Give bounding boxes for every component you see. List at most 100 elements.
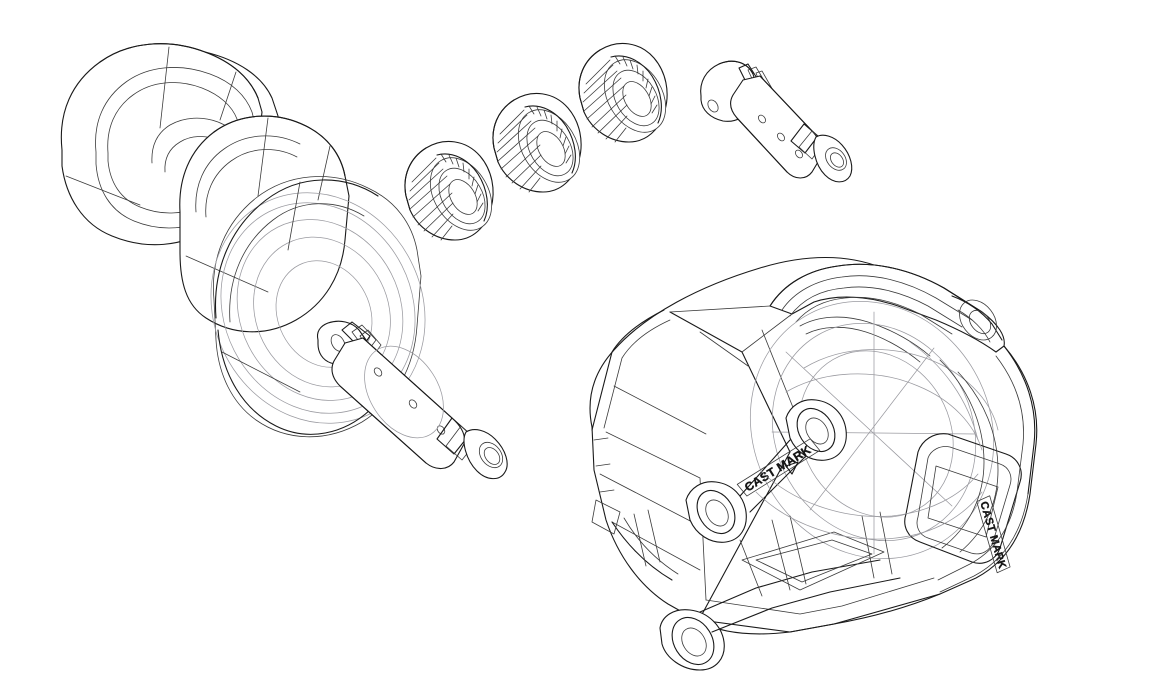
housing-left-pad-seam-1 <box>633 513 647 567</box>
housing-left-facet-split-2 <box>613 385 707 435</box>
shaft-bottom-edge <box>340 386 426 463</box>
housing-cavity-contour-2 <box>755 491 983 540</box>
hub-drum-split-2 <box>287 181 301 251</box>
hub-drum-split-1 <box>221 351 301 393</box>
housing-boss-upper-ring <box>789 401 842 458</box>
marking-side-plate <box>976 495 1011 574</box>
part-tapered-roller-bearing-large <box>578 42 668 143</box>
bearing-small-knurl-band-outer <box>437 154 487 221</box>
housing-lower-pocket <box>741 531 885 591</box>
housing-arch-pocket-top <box>799 316 931 357</box>
housing-cavity-contour-3 <box>785 373 983 451</box>
housing-left-facet-boundary <box>670 312 790 618</box>
housing-boss-lower-bore <box>705 499 729 527</box>
hub-drum-front-arc-inner <box>229 203 365 323</box>
hub-flange-split-3 <box>219 71 237 121</box>
hub-barrel-split-1 <box>257 117 269 197</box>
housing-left-pad-seam-2 <box>647 509 661 563</box>
housing-lower-eye-ring <box>664 610 723 673</box>
spindle-head-port <box>707 99 719 113</box>
housing-top-facet-edge <box>669 305 771 313</box>
spindle-port-2 <box>777 132 785 142</box>
housing-lower-rib-3 <box>861 515 875 579</box>
housing-arch-right-shoulder <box>952 296 1002 340</box>
housing-cavity-contour-1 <box>759 469 979 517</box>
housing-right-lobe-sweep-2 <box>957 371 999 553</box>
shaft-port-2 <box>408 399 418 409</box>
bearing-mid-roller-cage <box>496 109 542 193</box>
housing-right-outer-contour <box>1004 346 1035 494</box>
shaft-end-boss <box>463 429 508 480</box>
housing-central-bore-outer <box>749 300 995 560</box>
spindle-head-top-edge <box>719 61 753 74</box>
housing-left-facet-split-3 <box>599 473 697 525</box>
bearing-large-back-edge <box>579 50 600 112</box>
hub-barrel-split-3 <box>317 145 331 201</box>
housing-bore-web-2 <box>809 347 935 511</box>
shaft-end-counterbore-inner <box>483 447 501 465</box>
part-spindle-pin <box>700 60 853 183</box>
housing-lower-rib-1 <box>771 519 791 591</box>
housing-left-seam-3 <box>599 489 615 493</box>
housing-arch-right-bore <box>968 309 992 335</box>
housing-lower-rib-4 <box>879 511 893 575</box>
spindle-shank-top-edge <box>760 76 813 132</box>
housing-arch-inner-edge-2 <box>789 286 963 328</box>
bearing-mid-outer-race <box>517 109 581 183</box>
shaft-top-edge <box>363 338 452 418</box>
hub-drum-front-arc-bottom <box>218 330 370 434</box>
bearing-large-knurl-teeth <box>614 55 658 114</box>
spindle-end-counterbore-outer <box>825 147 847 171</box>
hub-drum-front-arc-top <box>215 180 378 318</box>
housing-right-lower-contour <box>939 493 1029 593</box>
housing-left-seam-1 <box>593 437 609 441</box>
housing-left-lower-edge <box>612 522 672 580</box>
bearing-large-roller-cage <box>582 59 628 143</box>
housing-top-facet-diag-1 <box>741 313 793 353</box>
housing-bottom-edge-inner <box>705 577 935 615</box>
bearing-mid-mid-race <box>526 119 574 177</box>
housing-right-lower-contour-2 <box>937 491 1018 581</box>
bearing-mid-back-edge <box>493 100 514 162</box>
bearing-small-outer-race <box>429 157 493 231</box>
housing-lower-pocket-inner <box>755 539 873 583</box>
housing-left-chamfer-notch <box>591 499 621 535</box>
bearing-small-mid-race <box>438 167 486 225</box>
bearing-large-mid-race <box>612 69 660 127</box>
housing-cavity-contour-4 <box>803 349 999 431</box>
spindle-port-3 <box>795 149 803 159</box>
marking-upper-plate <box>736 438 821 497</box>
housing-lower-rib-5 <box>739 539 763 597</box>
housing-right-pocket-floor <box>927 465 999 538</box>
housing-top-facet-diag-2 <box>699 331 749 367</box>
hub-flange-split-2 <box>65 175 141 206</box>
hub-flange-split-1 <box>159 46 170 129</box>
housing-arch-inner-edge-3 <box>795 296 953 335</box>
housing-arch-outer-edge <box>770 264 982 312</box>
hub-drum-outer-silhouette <box>213 176 422 438</box>
housing-boss-lower <box>685 481 747 543</box>
housing-arch-right-boss <box>959 299 997 341</box>
part-steering-knuckle-housing: CAST MARK CAST MARK <box>589 256 1038 673</box>
housing-left-upper-edge <box>592 310 664 430</box>
housing-lower-eye-bore <box>681 627 707 657</box>
part-tapered-roller-bearing-middle <box>492 92 582 193</box>
housing-left-facet-split-1 <box>605 431 707 601</box>
housing-right-lobe-sweep-1 <box>939 359 985 549</box>
spindle-port-1 <box>758 114 766 124</box>
part-wheel-hub-drum <box>60 43 426 438</box>
housing-right-lobe-sweep-3 <box>909 341 979 441</box>
part-tapered-roller-bearing-small <box>404 140 494 241</box>
housing-bottom-edge <box>700 594 940 632</box>
shaft-end-counterbore-outer <box>478 441 504 469</box>
housing-lower-mount-eye <box>659 609 725 671</box>
hub-barrel-split-2 <box>185 255 269 293</box>
part-axle-shaft <box>316 320 508 480</box>
hub-mid-barrel-ring-2 <box>205 149 298 218</box>
housing-lower-arm-bottom <box>712 578 900 632</box>
shaft-port-3 <box>436 425 446 435</box>
bearing-small-knurl-teeth <box>440 153 484 212</box>
housing-central-bore-inner <box>798 350 954 518</box>
spindle-end-counterbore-inner <box>830 152 844 168</box>
